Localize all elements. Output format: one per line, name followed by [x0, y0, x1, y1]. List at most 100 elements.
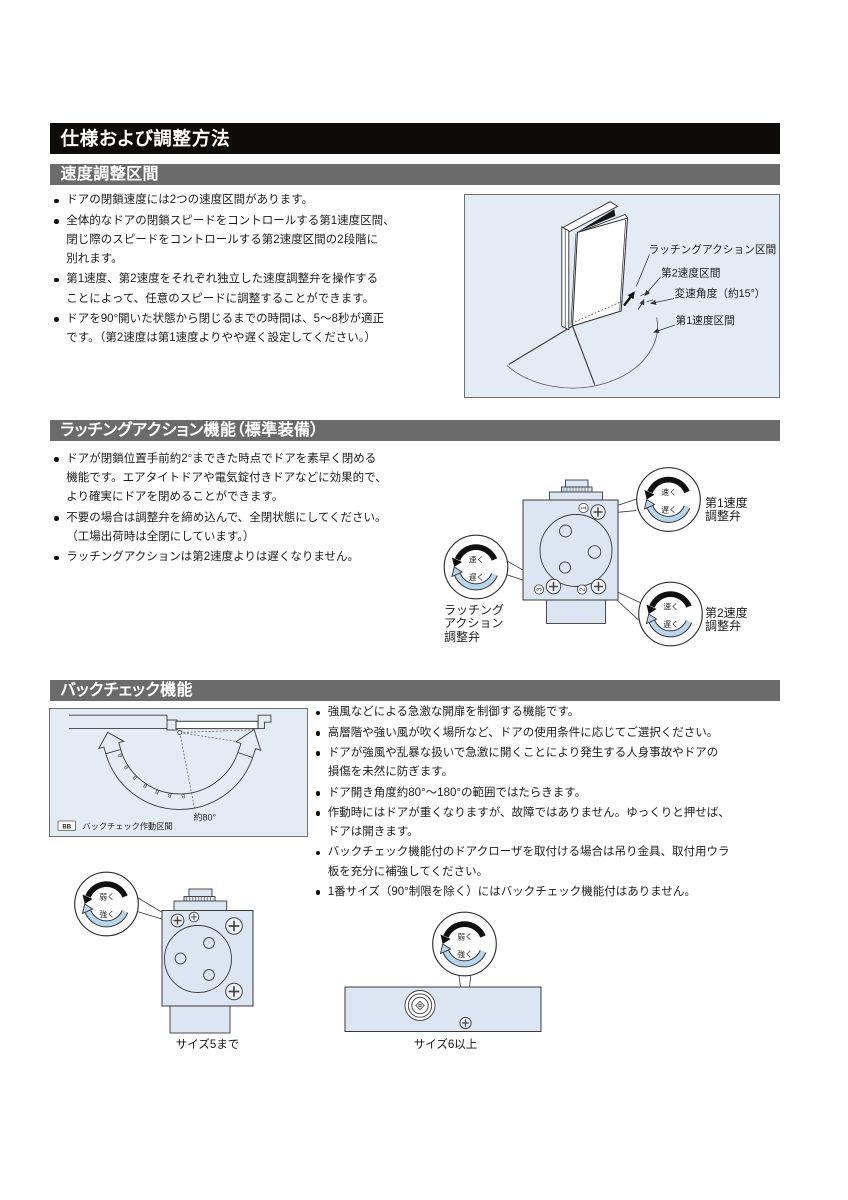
- section-bar-backcheck: バックチェック機能: [50, 679, 780, 701]
- bullet-text: 強風などによる急激な開扉を制御する機能です。: [327, 706, 580, 719]
- bullet-text: ドアの閉鎖速度には2つの速度区間があります。: [66, 194, 314, 207]
- list-item: 強風などによる急激な開扉を制御する機能です。: [312, 703, 792, 722]
- list-item: ドアを90°開いた状態から閉じるまでの時間は、5〜8秒が適正 です。（第2速度は…: [50, 310, 462, 349]
- valve3-label: ラッチング アクション 調整弁: [444, 602, 505, 644]
- list-item: ドア開き角度約80°〜180°の範囲ではたらきます。: [312, 784, 792, 803]
- door-plan: [175, 720, 259, 730]
- bullet-icon: [54, 277, 59, 283]
- bullet-icon: [315, 731, 321, 736]
- hinge-plate: [166, 719, 178, 731]
- list-item: 高層階や強い風が吹く場所など、ドアの使用条件に応じてご選択ください。: [312, 724, 792, 743]
- valve-adjust-diagram: 1 2 3 速く 遅く 速く 遅く 速く 遅く: [430, 445, 800, 665]
- list-item: ドアが強風や乱暴な扱いで急激に開くことにより発生する人身事故やドアの 損傷を未然…: [312, 744, 792, 783]
- bullet-text: 作動時にはドアが重くなりますが、故障ではありません。ゆっくりと押せば、 ドアは開…: [327, 806, 730, 839]
- svg-text:B: B: [181, 792, 185, 798]
- svg-text:B: B: [123, 763, 130, 770]
- latching-zone-label: ラッチングアクション区間: [648, 243, 776, 256]
- closed-door-wedge: [577, 209, 615, 232]
- valve2-screw-icon: [590, 578, 607, 595]
- valve1-dial-icon: 速く 遅く: [637, 468, 701, 532]
- legend-code: BB: [62, 824, 71, 830]
- list-item: 不要の場合は調整弁を締め込んで、全閉状態にしてください。 （工場出荷時は全閉にし…: [50, 509, 462, 548]
- section-bar-latching: ラッチングアクション機能（標準装備）: [50, 419, 780, 441]
- list-item: 作動時にはドアが重くなりますが、故障ではありません。ゆっくりと押せば、 ドアは開…: [312, 804, 792, 843]
- first-speed-zone-label: 第1速度区間: [675, 314, 734, 327]
- mounting-screw-icon: [225, 982, 243, 1001]
- bullet-text: ドアが強風や乱暴な扱いで急激に開くことにより発生する人身事故やドアの 損傷を未然…: [327, 746, 719, 779]
- valve1-screw-icon: [590, 504, 606, 520]
- valve2-label: 第2速度 調整弁: [705, 605, 748, 634]
- door-swing-diagram: ラッチングアクション区間 第2速度区間 変速角度（約15°） 第1速度区間: [463, 194, 780, 398]
- band-arrow-right: [235, 728, 262, 759]
- dial-weak-label: 弱く: [457, 932, 473, 941]
- svg-text:B: B: [132, 773, 139, 780]
- page-title: 仕様および調整方法: [60, 127, 231, 149]
- section-bar-backcheck-label: バックチェック機能: [60, 681, 193, 699]
- svg-text:B: B: [154, 788, 160, 795]
- page-title-bar: 仕様および調整方法: [50, 122, 780, 154]
- backcheck-dial-icon: 弱く 強く: [75, 872, 139, 936]
- leader-shift-angle: [649, 298, 674, 305]
- size6-diagram: 弱く 強く: [344, 905, 542, 1032]
- latch-jamb: [257, 714, 272, 730]
- band-arrow-left: [97, 731, 125, 755]
- second-speed-zone-arrow: [637, 298, 644, 310]
- bullet-icon: [315, 811, 321, 816]
- bullet-icon: [315, 890, 321, 896]
- backcheck-diagram: B B B B B B B 約80° BB バックチェック作動区間: [49, 708, 308, 837]
- svg-text:B: B: [142, 782, 149, 789]
- diagram-frame: [49, 708, 308, 837]
- bullet-icon: [54, 555, 59, 561]
- backcheck-valve-screw-icon: [170, 913, 185, 928]
- list-item: ドアが閉鎖位置手前約2°まできた時点でドアを素早く閉める 機能です。エアタイトド…: [50, 450, 462, 508]
- valve2-dial-icon: 速く 遅く: [639, 582, 703, 646]
- list-item: ラッチングアクションは第2速度よりは遅くなりません。: [50, 548, 462, 567]
- dial-fast-label: 速く: [661, 488, 677, 497]
- band-letters: B B B B B B B: [117, 752, 185, 799]
- bullet-icon: [54, 218, 59, 224]
- list-item: バックチェック機能付のドアクローザを取付ける場合は吊り金具、取付用ウラ 板を充分…: [312, 843, 792, 882]
- backcheck-dial-icon: 弱く 強く: [433, 912, 497, 976]
- list-item: 全体的なドアの閉鎖スピードをコントロールする第1速度区間、 閉じ際のスピードをコ…: [50, 212, 462, 270]
- bullet-text: 不要の場合は調整弁を締め込んで、全閉状態にしてください。 （工場出荷時は全閉にし…: [66, 511, 387, 544]
- screw-number-3: 3: [537, 587, 544, 591]
- speed-bullet-list: ドアの閉鎖速度には2つの速度区間があります。 全体的なドアの閉鎖スピードをコント…: [50, 191, 462, 349]
- list-item: 第1速度、第2速度をそれぞれ独立した速度調整弁を操作する ことによって、任意のス…: [50, 270, 462, 309]
- wall-lines: [69, 714, 168, 730]
- leader-latching: [635, 254, 650, 287]
- bullet-text: 1番サイズ（90°制限を除く）にはバックチェック機能付はありません。: [327, 886, 696, 899]
- bullet-text: バックチェック機能付のドアクローザを取付ける場合は吊り金具、取付用ウラ 板を充分…: [327, 846, 730, 878]
- size5-label: サイズ5まで: [175, 1038, 240, 1051]
- svg-text:B: B: [167, 791, 172, 798]
- screw-number-badges: 1 2 3: [534, 502, 589, 595]
- bullet-icon: [54, 457, 59, 462]
- bullet-icon: [315, 850, 321, 856]
- bullet-icon: [315, 751, 321, 756]
- bullet-text: ラッチングアクションは第2速度よりは遅くなりません。: [66, 551, 360, 564]
- bullet-icon: [54, 516, 59, 521]
- leader-second-speed: [643, 276, 661, 297]
- dial-strong-label: 強く: [99, 909, 115, 919]
- bullet-icon: [54, 198, 59, 204]
- band-outer-arc: [105, 753, 254, 810]
- latching-zone-arrow: [622, 291, 635, 307]
- door-edge-lines: [570, 219, 626, 325]
- door-closer-body: [522, 479, 619, 624]
- second-speed-zone-label: 第2速度区間: [661, 267, 720, 280]
- backcheck-bullet-list: 強風などによる急激な開扉を制御する機能です。 高層階や強い風が吹く場所など、ドア…: [312, 703, 792, 903]
- cam-circle: [539, 514, 613, 587]
- size5-diagram: 弱く 強く: [60, 870, 254, 1034]
- bullet-text: ドア開き角度約80°〜180°の範囲ではたらきます。: [327, 786, 587, 799]
- screw-number-2: 2: [580, 587, 587, 591]
- section-bar-speed: 速度調整区間: [50, 163, 780, 185]
- dial-slow-label: 遅く: [469, 573, 485, 582]
- bullet-text: ドアが閉鎖位置手前約2°まできた時点でドアを素早く閉める 機能です。エアタイトド…: [66, 452, 387, 504]
- floor-lines: [508, 325, 595, 385]
- hidden-floor-line: [574, 300, 623, 323]
- bullet-text: ドアを90°開いた状態から閉じるまでの時間は、5〜8秒が適正 です。（第2速度は…: [66, 313, 384, 345]
- list-item: 1番サイズ（90°制限を除く）にはバックチェック機能付はありません。: [312, 883, 792, 902]
- dial-weak-label: 弱く: [99, 892, 115, 901]
- section-bar-speed-label: 速度調整区間: [60, 165, 159, 183]
- open-door-panel: [571, 217, 628, 327]
